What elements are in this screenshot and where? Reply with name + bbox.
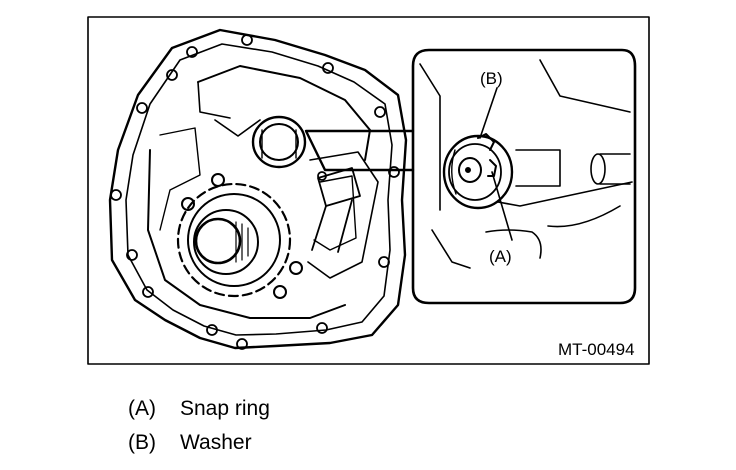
shift-fork <box>311 167 361 253</box>
legend: (A) Snap ring (B) Washer <box>128 392 270 460</box>
legend-item-b: (B) Washer <box>128 426 270 460</box>
legend-key: (A) <box>128 397 156 420</box>
gear <box>176 173 303 299</box>
leader-line-a <box>491 171 513 241</box>
transmission-case <box>108 28 408 350</box>
figure-id: MT-00494 <box>558 340 635 359</box>
leader-line-b <box>479 87 498 139</box>
callout-b: (B) <box>480 69 503 88</box>
callout-a: (A) <box>489 247 512 266</box>
shaft-bearing <box>251 115 307 169</box>
figure-frame <box>87 16 650 365</box>
detail-pointer <box>304 129 415 172</box>
legend-label: Washer <box>180 431 252 454</box>
detail-inset <box>411 48 637 305</box>
legend-item-a: (A) Snap ring <box>128 392 270 426</box>
legend-label: Snap ring <box>180 397 270 420</box>
case-bolt-holes <box>110 34 400 350</box>
legend-key: (B) <box>128 431 156 454</box>
